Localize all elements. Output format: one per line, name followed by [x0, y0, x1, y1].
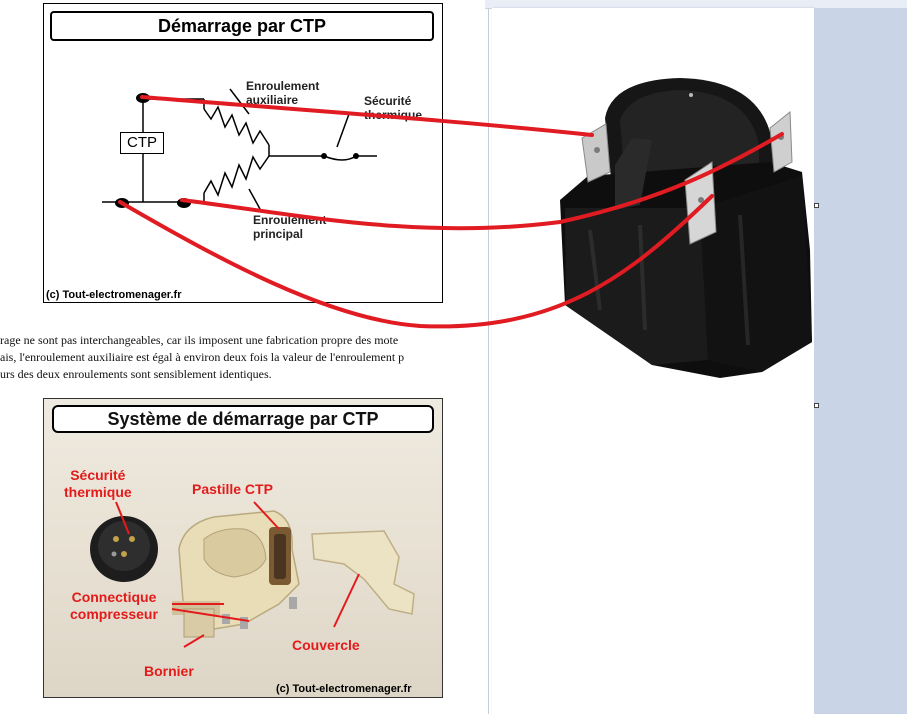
photo-panel: Système de démarrage par CTP [43, 398, 443, 698]
cover-label: Couvercle [292, 637, 360, 653]
page-divider [488, 0, 489, 714]
cover-photo [311, 530, 415, 615]
prose-line-1: rage ne sont pas interchangeables, car i… [0, 333, 399, 347]
resize-handle-bottom[interactable] [814, 403, 819, 408]
starter-photo [90, 501, 415, 648]
prose-line-2: ais, l'enroulement auxiliaire est égal à… [0, 350, 405, 364]
schematic-credit: (c) Tout-electromenager.fr [46, 289, 182, 301]
terminal-left [115, 198, 129, 208]
ptc-pellet-label: Pastille CTP [192, 481, 273, 497]
canvas-page [492, 8, 814, 714]
schematic-drawing [102, 88, 377, 210]
terminal-right [177, 198, 191, 208]
schematic-title: Démarrage par CTP [50, 11, 434, 41]
thermal-safety-label: Sécurité thermique [364, 94, 423, 122]
resize-handle-top[interactable] [814, 203, 819, 208]
thermal-protector-photo [90, 516, 158, 582]
ptc-starter-photo [172, 510, 300, 638]
terminal-block-label: Bornier [144, 663, 194, 679]
schematic-panel: Démarrage par CTP [43, 3, 443, 303]
photo-title: Système de démarrage par CTP [52, 405, 434, 433]
compressor-connector-label: Connectique compresseur [70, 589, 158, 622]
workspace-background [814, 8, 907, 714]
prose-line-3: urs des deux enroulements sont sensiblem… [0, 367, 272, 381]
thermal-safety-photo-label: Sécurité thermique [64, 467, 132, 500]
terminal-top [136, 93, 150, 103]
ctp-component-label: CTP [120, 132, 164, 154]
photo-credit: (c) Tout-electromenager.fr [276, 683, 412, 695]
aux-winding-label: Enroulement auxiliaire [246, 79, 320, 107]
main-winding-label: Enroulement principal [253, 213, 327, 241]
